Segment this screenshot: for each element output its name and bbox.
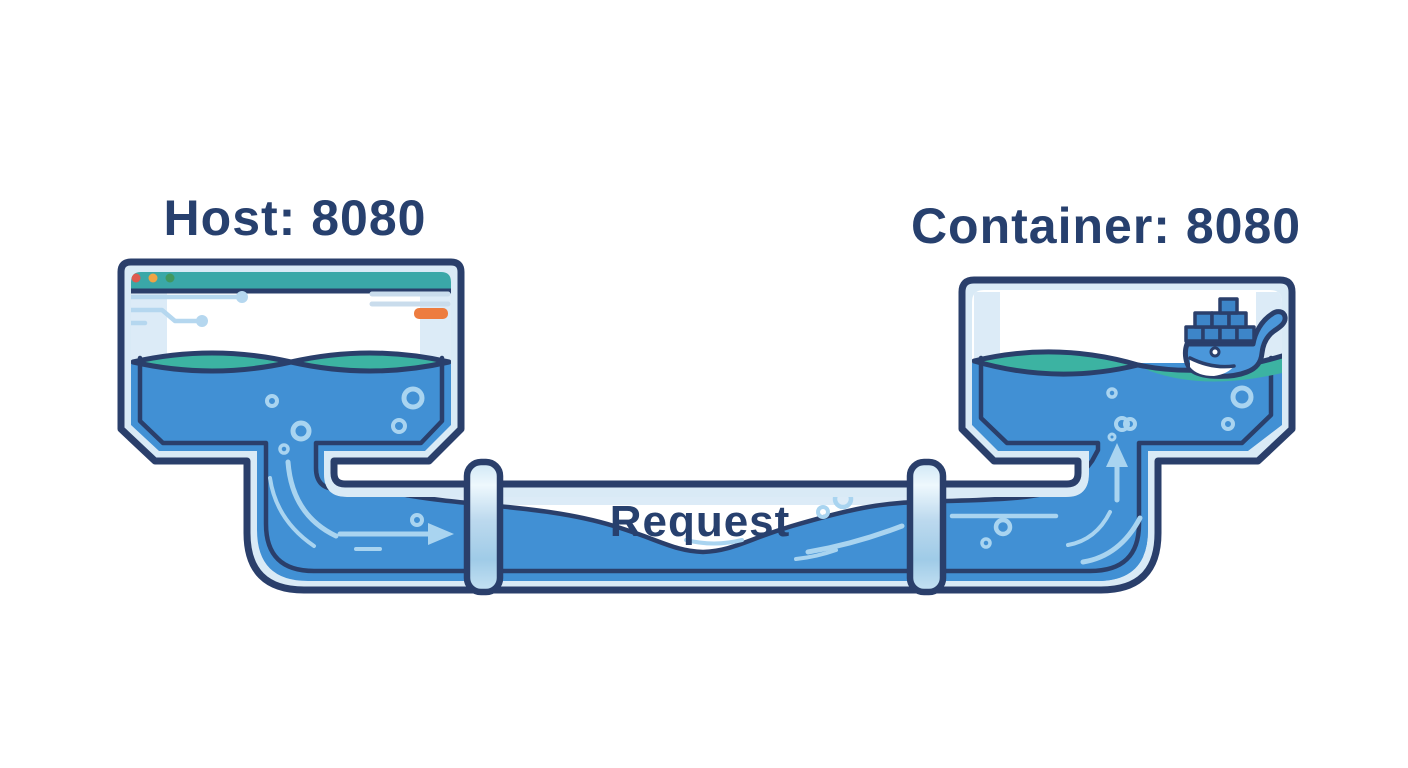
bubble bbox=[1123, 417, 1137, 431]
bubble bbox=[1230, 385, 1254, 409]
host-port-label: Host: 8080 bbox=[164, 190, 427, 246]
bubble bbox=[290, 420, 312, 442]
request-label: Request bbox=[610, 497, 791, 546]
bubble bbox=[391, 418, 407, 434]
bubble bbox=[278, 443, 290, 455]
whale-body bbox=[1182, 309, 1288, 379]
flow-arrow-up-icon bbox=[1106, 443, 1128, 467]
container-port-label: Container: 8080 bbox=[911, 198, 1301, 254]
browser-titlebar-fill bbox=[131, 272, 457, 290]
flow-left-elbow bbox=[268, 459, 454, 551]
flow-arrow-right-icon bbox=[428, 523, 454, 545]
bubble bbox=[1221, 417, 1235, 431]
whale-mouth-line bbox=[1188, 356, 1236, 369]
pipe-water bbox=[336, 452, 1160, 581]
whale-containers bbox=[1184, 297, 1256, 343]
water-outline-outer bbox=[137, 355, 1274, 574]
host-water-surface-wave-left bbox=[131, 350, 294, 374]
titlebar-dot-orange-icon bbox=[148, 273, 158, 283]
bubble bbox=[265, 394, 279, 408]
flow-right-elbow bbox=[949, 416, 1143, 565]
host-water-surface-wave-right bbox=[288, 350, 452, 374]
titlebar-dot-green-icon bbox=[165, 273, 175, 283]
bubble bbox=[1106, 387, 1118, 399]
pipe-top-glass-band bbox=[340, 497, 1080, 505]
pipe-coupling-right bbox=[906, 458, 947, 596]
titlebar-dot-red-icon bbox=[131, 273, 141, 283]
pipe-coupling-left bbox=[463, 458, 504, 596]
bubble bbox=[401, 386, 425, 410]
browser-content-lines bbox=[369, 291, 451, 319]
whale-eye bbox=[1209, 346, 1221, 358]
browser-circuit-decoration bbox=[131, 291, 248, 327]
docker-whale-icon bbox=[1182, 297, 1288, 379]
browser-titlebar bbox=[131, 272, 460, 294]
browser-accent-bar bbox=[414, 308, 448, 319]
container-water-surface-shade bbox=[1138, 356, 1282, 382]
